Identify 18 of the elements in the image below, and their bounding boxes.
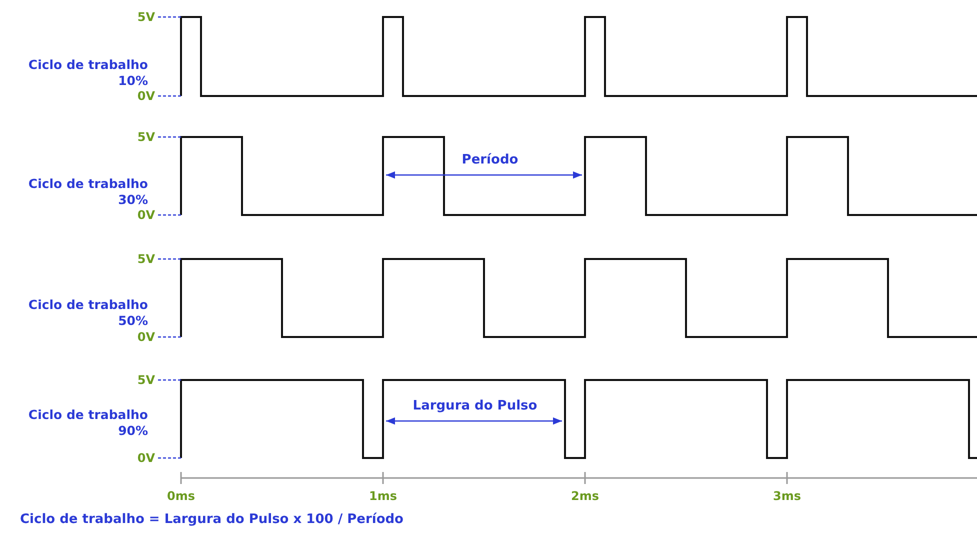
voltage-label: 0V (137, 208, 155, 222)
tick-label: 3ms (773, 489, 801, 503)
dimension-label: Largura do Pulso (410, 398, 540, 414)
tick-label: 0ms (167, 489, 195, 503)
voltage-label: 0V (137, 451, 155, 465)
duty-cycle-label: Ciclo de trabalho 90% (27, 407, 148, 439)
voltage-label: 5V (137, 252, 155, 266)
tick-label: 2ms (571, 489, 599, 503)
duty-cycle-label: Ciclo de trabalho 30% (27, 176, 148, 208)
voltage-label: 0V (137, 330, 155, 344)
duty-cycle-label: Ciclo de trabalho 10% (27, 57, 148, 89)
voltage-label: 5V (137, 10, 155, 24)
formula-caption: Ciclo de trabalho = Largura do Pulso x 100 / Período (20, 512, 404, 527)
voltage-label: 5V (137, 130, 155, 144)
voltage-label: 5V (137, 373, 155, 387)
tick-label: 1ms (369, 489, 397, 503)
duty-cycle-label: Ciclo de trabalho 50% (27, 297, 148, 329)
voltage-label: 0V (137, 89, 155, 103)
